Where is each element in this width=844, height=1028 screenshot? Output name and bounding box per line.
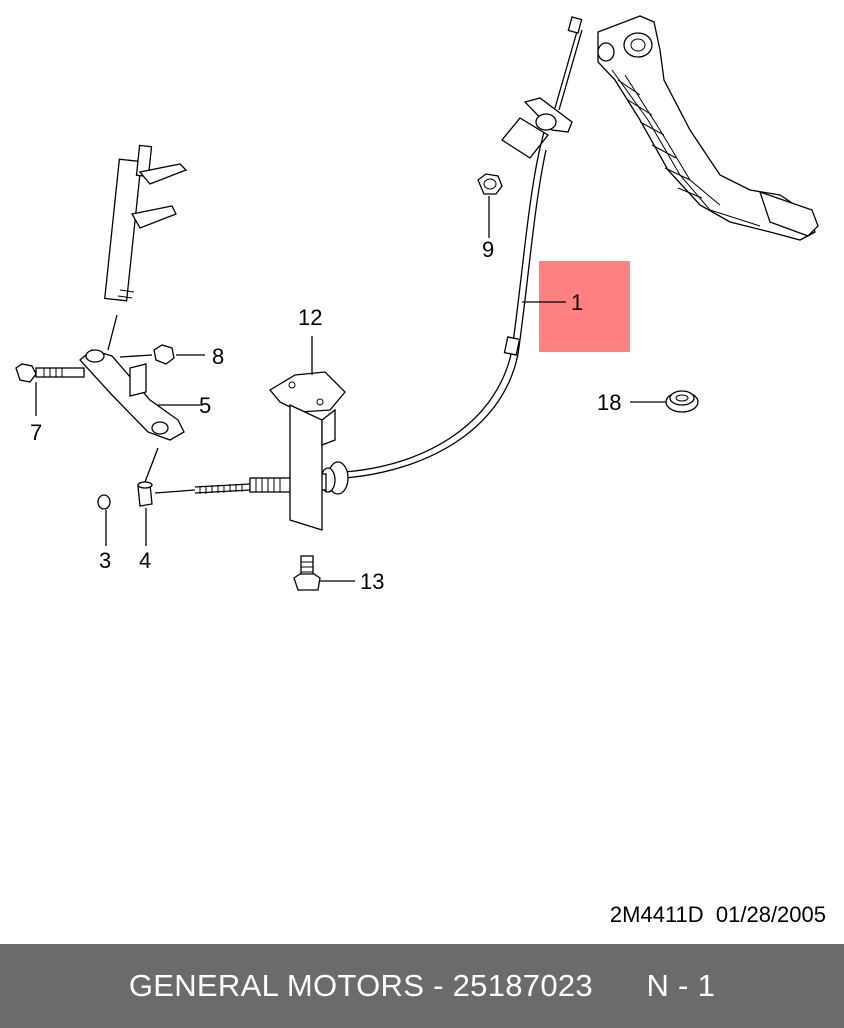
grommet-18 <box>630 390 699 413</box>
callout-5: 5 <box>199 393 211 418</box>
clutch-cable <box>344 147 566 479</box>
callout-9: 9 <box>482 237 494 262</box>
nut-8 <box>119 344 205 365</box>
drawing-code: 2M4411D 01/28/2005 <box>609 902 826 927</box>
callout-13: 13 <box>360 569 384 594</box>
callout-3: 3 <box>99 548 111 573</box>
bolt-13 <box>293 555 355 591</box>
lever-5 <box>79 314 200 441</box>
footer-bar: GENERAL MOTORS - 25187023 N - 1 <box>0 944 844 1028</box>
nut-9 <box>477 173 503 238</box>
callout-18: 18 <box>597 390 621 415</box>
footer-part-number: 25187023 <box>452 968 593 1003</box>
pin-4 <box>137 447 159 546</box>
callout-4: 4 <box>139 548 151 573</box>
cable-bracket-upper <box>501 97 573 159</box>
bracket-12 <box>269 336 346 531</box>
footer-gap <box>593 968 646 1004</box>
footer-brand: GENERAL MOTORS <box>128 968 425 1003</box>
callout-1: 1 <box>571 290 583 315</box>
footer-separator: - <box>424 968 453 1003</box>
shift-shaft <box>104 144 188 302</box>
bolt-7 <box>15 363 85 416</box>
footer-ref: N - 1 <box>646 968 716 1003</box>
callout-8: 8 <box>212 344 224 369</box>
clip-3 <box>97 494 111 546</box>
clutch-pedal <box>597 15 819 241</box>
pedal-rod <box>554 16 583 111</box>
callout-7: 7 <box>30 420 42 445</box>
callout-12: 12 <box>298 305 322 330</box>
highlight-box <box>539 261 630 352</box>
parts-diagram: 1 3 4 5 7 8 9 12 13 18 <box>15 15 819 594</box>
